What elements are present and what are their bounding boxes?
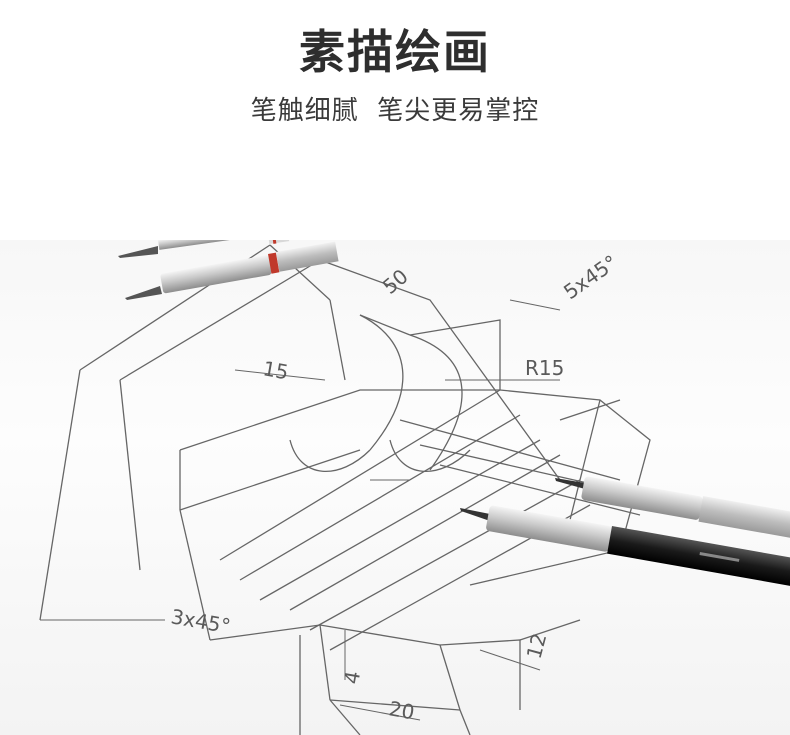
dim-3x45: 3x45°	[169, 604, 232, 638]
page-subtitle: 笔触细腻 笔尖更易掌控	[250, 96, 540, 126]
pencil-right-lower	[460, 505, 790, 587]
product-photo: 50 15 R15 5x45° 3x45° 12 4 20	[0, 240, 790, 735]
dim-20: 20	[387, 696, 416, 724]
dim-50: 50	[378, 264, 413, 299]
dim-5x45: 5x45°	[559, 250, 622, 304]
page-title: 素描绘画	[299, 25, 491, 79]
pencil-right-upper	[555, 476, 790, 539]
sketch-lines	[39, 244, 651, 735]
dim-r15: R15	[525, 356, 564, 380]
header: 素描绘画 笔触细腻 笔尖更易掌控	[0, 0, 790, 140]
dimension-labels: 50 15 R15 5x45° 3x45° 12 4 20	[169, 250, 622, 724]
dim-12: 12	[522, 630, 552, 661]
dim-15: 15	[261, 356, 290, 384]
pencil-top-left	[118, 240, 290, 258]
dim-4: 4	[339, 669, 365, 686]
pencil-top-left-2	[125, 241, 339, 300]
technical-drawing: 50 15 R15 5x45° 3x45° 12 4 20	[39, 240, 790, 735]
